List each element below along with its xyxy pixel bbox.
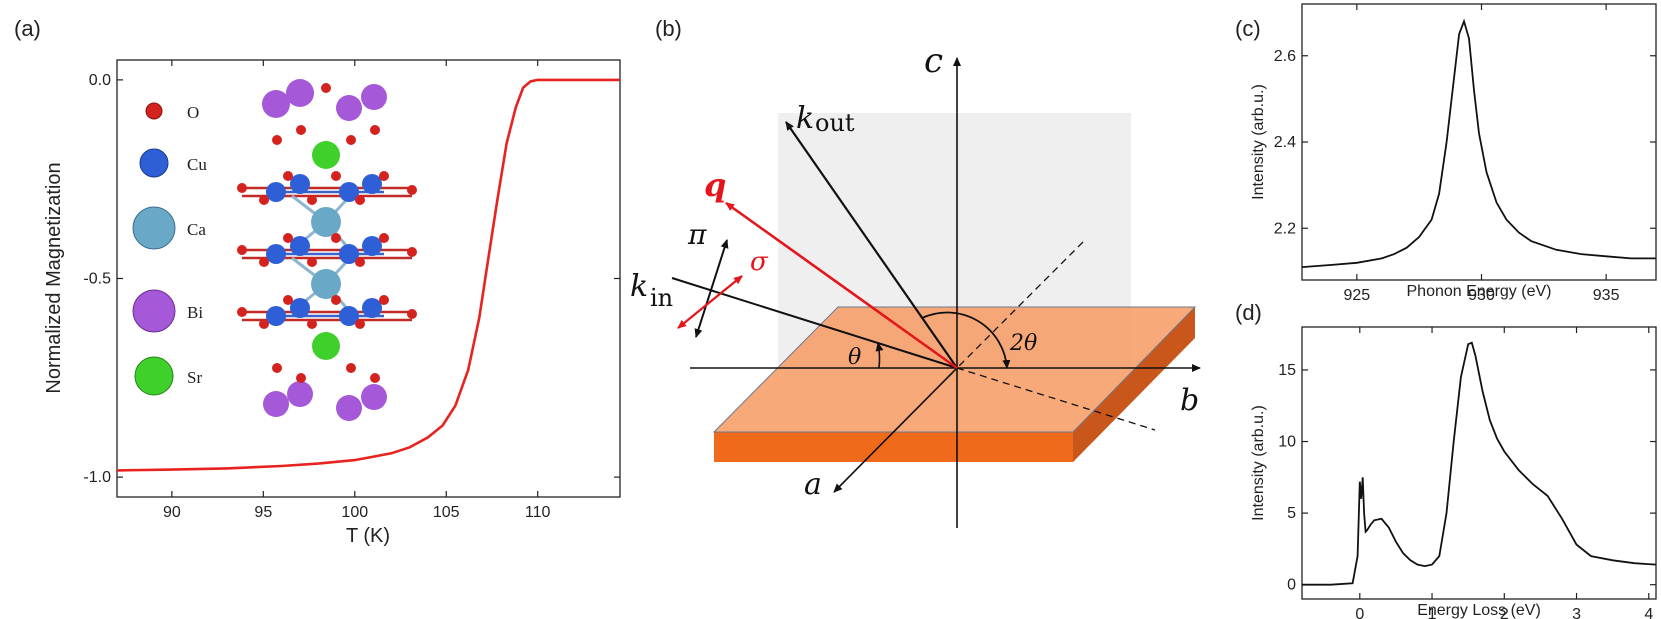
sample-slab-front <box>714 432 1073 462</box>
x-tick-label: 925 <box>1343 287 1370 304</box>
rixs-curve <box>1302 341 1657 586</box>
panel-a-tag: (a) <box>14 16 41 41</box>
rixs-xlabel: Energy Loss (eV) <box>1417 602 1541 619</box>
x-tick-label: 110 <box>525 504 551 521</box>
rixs-plot-frame <box>1301 326 1657 600</box>
legend-Ca-label: Ca <box>187 220 206 239</box>
magnetization-plot-frame <box>116 59 621 498</box>
y-tick-label: 0.0 <box>89 72 111 89</box>
pi-polarization-arrow <box>694 239 729 338</box>
x-tick-label: 100 <box>341 504 368 521</box>
xas-xlabel: Phonon Energy (eV) <box>1407 283 1552 300</box>
x-tick-label: 930 <box>1468 287 1495 304</box>
panel-b-tag: (b) <box>655 16 682 41</box>
magnetization-curve <box>116 78 620 472</box>
sample-slab-side <box>1073 307 1195 462</box>
k-in-label: k in <box>630 269 673 312</box>
scattering-geometry-diagram: c b a k out k in q π σ θ 2θ <box>630 41 1201 528</box>
x-tick-label: 935 <box>1593 287 1620 304</box>
two-theta-arc <box>921 311 1011 369</box>
x-tick-label: 95 <box>254 504 272 521</box>
x-tick-label: 90 <box>163 504 181 521</box>
magnetization-xlabel: T (K) <box>346 525 390 547</box>
magnetization-chart: 90 95 100 105 110 0.0 -0.5 -1.0 T (K) Normalize… <box>43 59 621 547</box>
pi-label: π <box>687 218 707 251</box>
atom-legend: O Cu Ca Bi Sr <box>132 102 207 396</box>
legend-Sr-label: Sr <box>187 368 202 387</box>
two-theta-label: 2θ <box>1009 331 1037 356</box>
legend-Bi-label: Bi <box>187 303 203 322</box>
k-out-beam <box>785 121 958 369</box>
legend-Bi-sphere <box>132 289 176 333</box>
y-tick-label: 5 <box>1287 505 1296 522</box>
k-out-label: k out <box>796 101 855 137</box>
theta-label: θ <box>848 345 861 370</box>
q-label: q <box>704 166 726 204</box>
legend-Cu-label: Cu <box>187 155 207 174</box>
rixs-ylabel: Intensity (arb.u.) <box>1250 405 1267 521</box>
legend-Cu-sphere <box>139 148 169 178</box>
y-tick-label: 10 <box>1278 434 1296 451</box>
b-axis-label: b <box>1180 383 1199 418</box>
x-tick-label: 4 <box>1644 606 1653 619</box>
dashed-projection-up <box>956 241 1084 369</box>
c-axis-label: c <box>924 41 943 81</box>
x-tick-label: 1 <box>1428 606 1437 619</box>
magnetization-ylabel: Normalized Magnetization <box>43 162 65 393</box>
sigma-label: σ <box>750 247 769 277</box>
y-tick-label: 2.6 <box>1274 48 1296 65</box>
legend-Sr-sphere <box>134 356 174 396</box>
svg-text:out: out <box>815 109 855 137</box>
svg-text:k: k <box>796 101 814 136</box>
a-axis <box>833 367 958 493</box>
a-axis-label: a <box>804 467 822 502</box>
sigma-polarization-arrow <box>677 275 743 329</box>
dashed-transmitted-beam <box>956 367 1156 431</box>
xas-plot-frame <box>1301 3 1657 281</box>
x-tick-label: 0 <box>1355 606 1364 619</box>
x-tick-label: 105 <box>433 504 460 521</box>
y-tick-label: -0.5 <box>83 271 111 288</box>
panel-d-tag: (d) <box>1235 300 1262 325</box>
y-tick-label: 0 <box>1287 577 1296 594</box>
legend-O-sphere <box>145 102 163 120</box>
legend-Ca-sphere <box>132 206 176 250</box>
x-tick-label: 2 <box>1500 606 1509 619</box>
svg-text:in: in <box>650 284 673 312</box>
panel-c-tag: (c) <box>1235 16 1261 41</box>
q-vector <box>725 201 958 370</box>
y-tick-label: 15 <box>1278 362 1296 379</box>
legend-O-label: O <box>187 103 199 122</box>
svg-text:k: k <box>630 269 648 304</box>
y-tick-label: 2.4 <box>1274 134 1296 151</box>
y-tick-label: -1.0 <box>83 469 111 486</box>
xas-ylabel: Intensity (arb.u.) <box>1250 84 1267 200</box>
x-tick-label: 3 <box>1572 606 1581 619</box>
theta-arc <box>875 342 884 369</box>
xas-curve <box>1301 18 1656 268</box>
crystal-structure-illustration <box>237 79 417 421</box>
y-tick-label: 2.2 <box>1274 220 1296 237</box>
xas-chart: 925 930 935 2.2 2.4 2.6 Phonon Energy (eV) In… <box>1250 3 1657 304</box>
rixs-chart: 0 1 2 3 4 0 5 10 15 Energy Loss (eV) Intensity (… <box>1250 326 1657 619</box>
